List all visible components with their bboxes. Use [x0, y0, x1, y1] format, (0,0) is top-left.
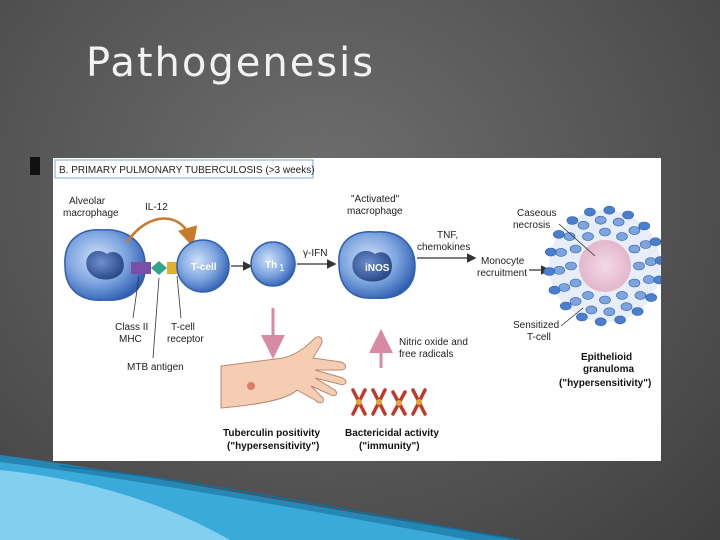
- bacilli-dots: [356, 399, 422, 406]
- label-alveolar-1: Alveolar: [69, 196, 106, 207]
- activated-macrophage-nucleus: [352, 250, 392, 282]
- label-nitric-1: Nitric oxide and: [399, 337, 468, 348]
- granuloma-cell: [603, 307, 616, 317]
- label-monocyte-2: recruitment: [477, 268, 527, 279]
- mtb-antigen-shape: [151, 261, 167, 275]
- granuloma-cell: [569, 244, 582, 254]
- granuloma-cell: [612, 217, 625, 227]
- granuloma-cell: [634, 291, 647, 300]
- granuloma-cell: [628, 244, 641, 254]
- label-tuberculin-2: ("hypersensitivity"): [227, 441, 319, 452]
- granuloma-cell: [594, 215, 607, 225]
- figure-heading: B. PRIMARY PULMONARY TUBERCULOSIS (>3 we…: [59, 165, 315, 176]
- granuloma-cell: [594, 317, 607, 327]
- granuloma-cell: [569, 278, 582, 288]
- granuloma-cell: [582, 232, 594, 241]
- label-mtb-antigen: MTB antigen: [127, 362, 184, 373]
- granuloma-cell: [599, 227, 611, 237]
- il12-arrow: [125, 217, 198, 248]
- tcell-cell: [176, 239, 230, 293]
- label-activated-1: "Activated": [351, 194, 400, 205]
- granuloma-cell: [559, 301, 572, 311]
- sensitized-pointer: [560, 307, 584, 327]
- label-inos: iNOS: [365, 263, 390, 274]
- granuloma-cell: [653, 275, 661, 285]
- granuloma-cell: [569, 297, 582, 306]
- label-tnf-1: TNF,: [437, 230, 458, 241]
- granuloma-cell: [565, 261, 577, 271]
- forearm-illustration: [220, 336, 347, 409]
- label-bactericidal-2: ("immunity"): [359, 441, 420, 452]
- granuloma-cell: [620, 302, 633, 311]
- granuloma-cell: [543, 267, 556, 276]
- granuloma-cell: [616, 291, 628, 300]
- granuloma-cell: [645, 293, 658, 302]
- granuloma-cell: [599, 295, 611, 305]
- granuloma-cell: [614, 315, 626, 325]
- label-epithelioid-2: granuloma: [583, 364, 635, 375]
- granuloma-cell: [582, 291, 594, 300]
- granuloma-cell: [552, 230, 565, 239]
- label-alveolar-2: macrophage: [63, 208, 119, 219]
- label-il12: IL-12: [145, 202, 168, 213]
- receptor-pointer: [176, 275, 182, 319]
- label-activated-2: macrophage: [347, 206, 403, 217]
- granuloma-cell: [585, 305, 598, 315]
- label-caseous-2: necrosis: [513, 220, 550, 231]
- granuloma-cell: [576, 312, 588, 322]
- label-caseous-1: Caseous: [517, 208, 556, 219]
- label-gamma-ifn: γ-IFN: [303, 248, 327, 259]
- label-tuberculin-1: Tuberculin positivity: [223, 428, 320, 439]
- granuloma-cell: [654, 256, 661, 265]
- class2-pointer: [132, 275, 140, 319]
- label-epithelioid-3: ("hypersensitivity"): [559, 378, 651, 389]
- heading-box: [54, 159, 314, 179]
- caseous-pointer: [558, 223, 596, 257]
- th1-cell: [250, 241, 296, 287]
- label-sensitized-2: T-cell: [527, 332, 551, 343]
- label-class2-1: Class II: [115, 322, 148, 333]
- label-receptor-2: receptor: [167, 334, 204, 345]
- granuloma-cell: [638, 221, 651, 231]
- label-receptor-1: T-cell: [171, 322, 195, 333]
- tb-pathogenesis-figure: B. PRIMARY PULMONARY TUBERCULOSIS (>3 we…: [53, 158, 661, 461]
- granuloma-cell: [544, 247, 557, 257]
- granuloma-cell: [649, 237, 661, 247]
- granuloma-cell: [628, 226, 641, 235]
- figure-svg: B. PRIMARY PULMONARY TUBERCULOSIS (>3 we…: [54, 159, 661, 452]
- granuloma-cell: [548, 285, 561, 295]
- granuloma-cell: [566, 216, 579, 225]
- granuloma-cell: [603, 205, 616, 215]
- granuloma-cell: [584, 207, 596, 217]
- label-class2-2: MHC: [119, 334, 142, 345]
- granuloma-cells: [543, 205, 661, 327]
- label-th1: Th: [265, 260, 277, 271]
- label-tcell: T-cell: [191, 262, 217, 273]
- label-monocyte-1: Monocyte: [481, 256, 525, 267]
- granuloma-cell: [633, 261, 645, 271]
- label-nitric-2: free radicals: [399, 349, 453, 360]
- label-sensitized-1: Sensitized: [513, 320, 559, 331]
- label-tnf-2: chemokines: [417, 242, 470, 253]
- bullet-marker: [30, 157, 40, 175]
- granuloma-cell: [628, 278, 641, 288]
- granuloma-cell: [631, 307, 644, 316]
- label-th1-sub: 1: [279, 263, 285, 274]
- slide-title: Pathogenesis: [86, 40, 376, 86]
- class2-mhc-shape: [131, 262, 151, 274]
- label-bactericidal-1: Bactericidal activity: [345, 428, 439, 439]
- label-epithelioid-1: Epithelioid: [581, 352, 632, 363]
- granuloma-cell: [622, 210, 634, 220]
- granuloma-cell: [616, 232, 628, 241]
- antigen-pointer: [152, 277, 160, 359]
- granuloma-cell: [563, 232, 576, 241]
- granuloma-cell: [577, 221, 590, 230]
- macrophage-nucleus: [86, 250, 124, 280]
